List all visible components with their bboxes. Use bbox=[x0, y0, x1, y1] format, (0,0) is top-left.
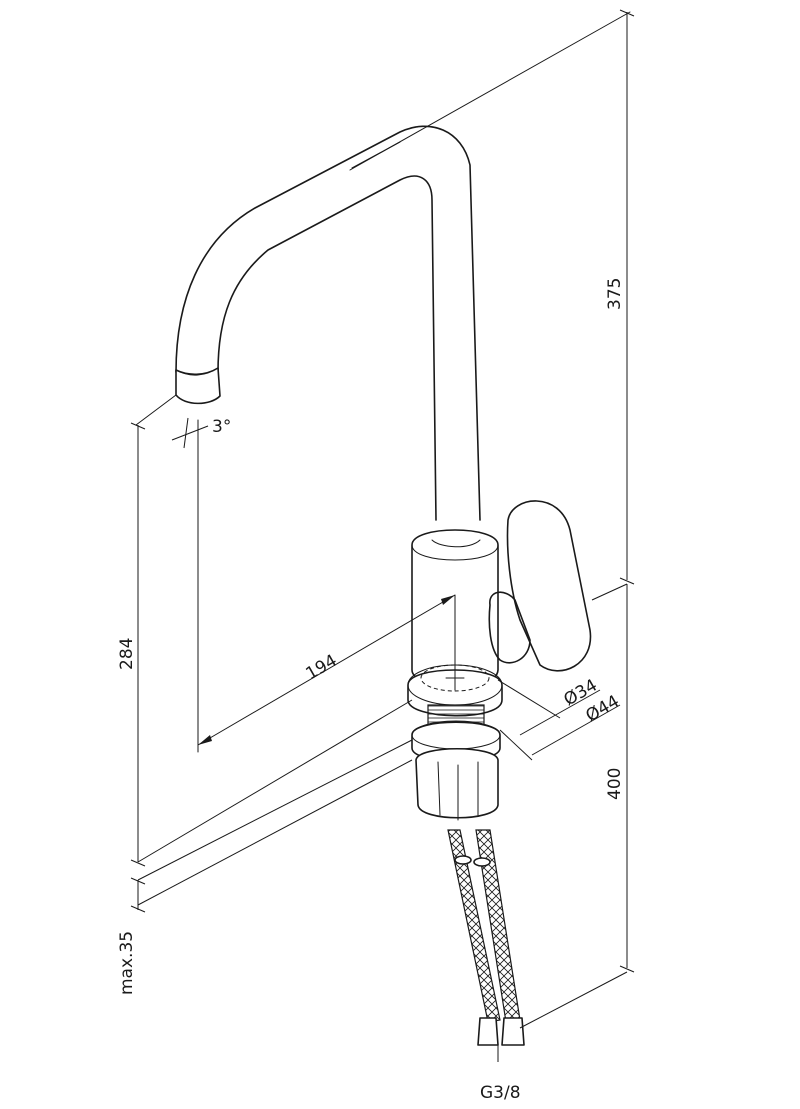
faucet-outline bbox=[175, 125, 592, 1046]
dim-label-400: 400 bbox=[605, 768, 625, 800]
dim-label-g38: G3/8 bbox=[480, 1083, 521, 1103]
dimension-spout-height: 284 bbox=[117, 422, 413, 867]
spout-aerator bbox=[175, 367, 221, 405]
dimension-spout-angle: 3° bbox=[171, 417, 231, 449]
dim-label-max35: max.35 bbox=[117, 931, 137, 995]
flexible-hose-left bbox=[447, 829, 501, 1023]
hose-fitting-left bbox=[477, 1017, 499, 1046]
dim-label-194: 194 bbox=[303, 651, 341, 685]
dim-label-375: 375 bbox=[605, 278, 625, 310]
mounting-nut bbox=[415, 748, 499, 819]
spout-inner-edge bbox=[217, 175, 437, 521]
dim-label-284: 284 bbox=[117, 638, 137, 670]
spout-outer-edge bbox=[175, 125, 481, 521]
construction-lines bbox=[135, 11, 631, 753]
lever-joint bbox=[488, 591, 531, 664]
dimension-hose-length: 400 bbox=[519, 583, 635, 1029]
faucet-lever-handle bbox=[506, 500, 592, 672]
dim-label-3deg: 3° bbox=[212, 417, 231, 437]
dimension-total-height: 375 bbox=[605, 9, 635, 585]
dimension-diameters: Ø34 Ø44 bbox=[497, 676, 623, 761]
hose-fitting-right bbox=[501, 1017, 525, 1046]
base-plate bbox=[407, 669, 503, 717]
dimension-max-deck: max.35 bbox=[117, 739, 413, 995]
dimension-thread: G3/8 bbox=[480, 1045, 521, 1103]
